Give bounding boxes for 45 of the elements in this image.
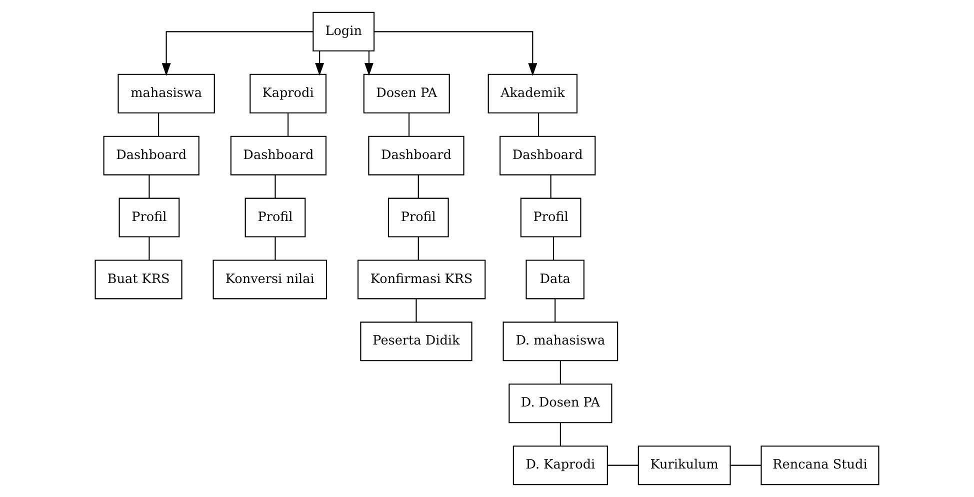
- node-box: Buat KRS: [94, 260, 182, 300]
- connector: [560, 360, 561, 384]
- node-box: Dashboard: [500, 136, 596, 176]
- node-box: Profil: [244, 198, 306, 238]
- node-box: Konfirmasi KRS: [357, 260, 486, 300]
- arrow: [374, 31, 538, 76]
- node-box: D. mahasiswa: [502, 322, 618, 362]
- connector: [274, 236, 276, 260]
- node-box: D. Dosen PA: [508, 384, 612, 424]
- arrow: [364, 50, 374, 76]
- node-box: D. Kaprodi: [512, 446, 608, 486]
- node-box: Akademik: [488, 74, 578, 114]
- connector: [148, 174, 150, 198]
- connector: [148, 236, 150, 260]
- node-box: Dashboard: [103, 136, 200, 176]
- connector: [730, 464, 762, 466]
- connector: [608, 464, 638, 466]
- connector: [550, 174, 552, 198]
- connector: [288, 112, 289, 136]
- node-box: Profil: [520, 198, 582, 238]
- node-box: mahasiswa: [118, 74, 215, 114]
- node-box: Rencana Studi: [760, 446, 880, 486]
- connector: [552, 236, 554, 260]
- node-box: Kaprodi: [250, 74, 327, 114]
- node-box: Data: [526, 260, 584, 300]
- node-box: Kurikulum: [638, 446, 731, 486]
- connector: [416, 298, 417, 322]
- node-box: Profil: [388, 198, 449, 238]
- node-box: Peserta Didik: [360, 322, 472, 362]
- node-box: Konversi nilai: [212, 260, 328, 300]
- connector: [554, 298, 556, 322]
- connector: [418, 236, 419, 260]
- node-box: Dashboard: [230, 136, 327, 176]
- arrow: [162, 31, 314, 76]
- connector: [538, 112, 540, 136]
- node-box: Dosen PA: [363, 74, 450, 114]
- node-box: Login: [312, 12, 375, 52]
- connector: [274, 174, 276, 198]
- connector: [418, 174, 419, 198]
- connector: [158, 112, 160, 136]
- connector: [408, 112, 410, 136]
- node-box: Profil: [118, 198, 180, 238]
- node-box: Dashboard: [368, 136, 464, 176]
- connector: [560, 422, 561, 446]
- arrow: [315, 50, 324, 76]
